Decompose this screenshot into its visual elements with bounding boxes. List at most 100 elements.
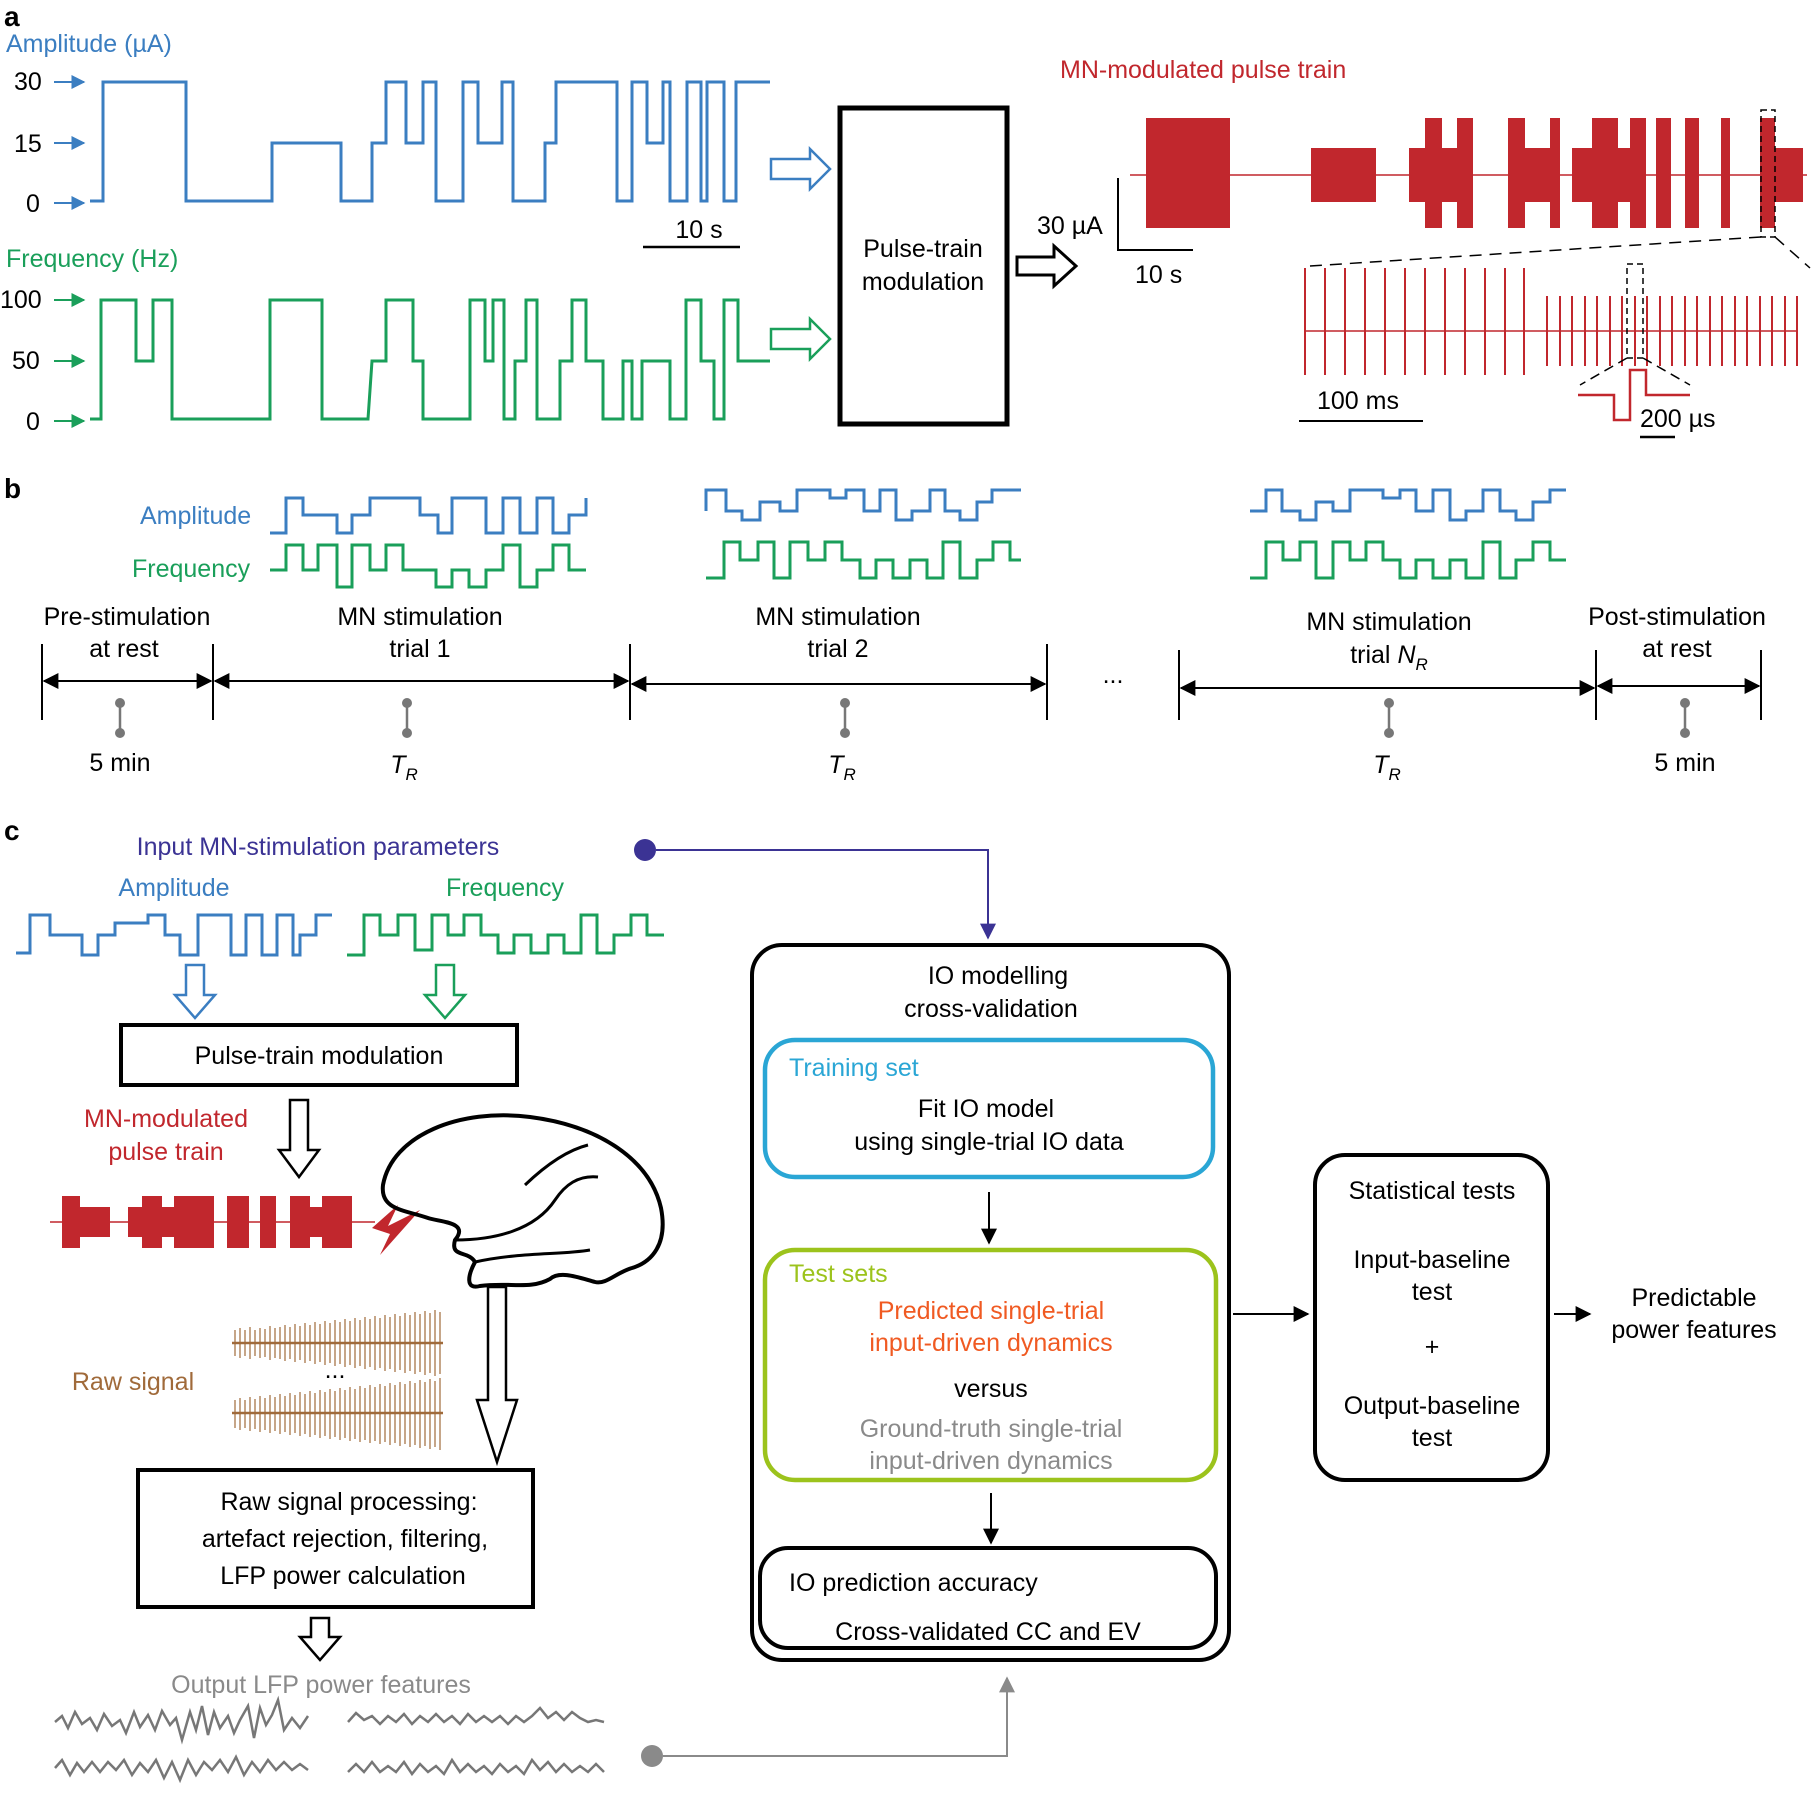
trial2-frequency-wave xyxy=(706,540,1021,580)
post-stim-line2: at rest xyxy=(1642,635,1712,663)
pin-head xyxy=(115,728,125,738)
pulse-train-line2: pulse train xyxy=(108,1138,223,1166)
pulse-width-scale-label: 200 µs xyxy=(1640,405,1716,433)
pin-head xyxy=(840,698,850,708)
panel-c: c Input MN-stimulation parameters Amplit… xyxy=(4,815,1777,1784)
pulse-burst xyxy=(1146,118,1230,228)
duration-pins xyxy=(115,698,1690,738)
ground-truth-line2: input-driven dynamics xyxy=(869,1447,1112,1475)
input-connector-dot xyxy=(634,839,656,861)
stats-title: Statistical tests xyxy=(1349,1177,1516,1205)
frequency-tick-50: 50 xyxy=(12,347,40,375)
pulse-burst xyxy=(1409,148,1425,202)
pre-stim-line2: at rest xyxy=(89,635,159,663)
stats-plus: + xyxy=(1425,1333,1440,1361)
pin-head xyxy=(840,728,850,738)
input-frequency-label: Frequency xyxy=(446,874,565,902)
amplitude-tick-30: 30 xyxy=(14,68,42,96)
pulse-burst xyxy=(1656,118,1671,228)
pulse-burst xyxy=(1775,148,1803,202)
training-set-box xyxy=(762,1037,1216,1180)
statistical-tests-box xyxy=(1313,1153,1550,1482)
trial1-line2: trial 1 xyxy=(389,635,450,663)
training-set-title: Training set xyxy=(789,1054,919,1082)
trial1-amplitude-wave xyxy=(270,496,588,535)
pulse-burst xyxy=(1721,118,1730,228)
panel-c-label: c xyxy=(4,815,20,846)
small-pulse-burst xyxy=(322,1196,352,1248)
small-pulse-burst xyxy=(128,1207,142,1237)
frequency-down-arrow xyxy=(422,963,468,1020)
modulation-box-line1: Pulse-train xyxy=(863,235,983,263)
trial1-line1: MN stimulation xyxy=(337,603,502,631)
pre-stim-line1: Pre-stimulation xyxy=(44,603,211,631)
processing-line1: Raw signal processing: xyxy=(220,1488,477,1516)
amplitude-to-box-arrow xyxy=(769,145,832,193)
trialN-duration: TR xyxy=(1373,751,1401,784)
brain-down-arrow xyxy=(475,1285,519,1467)
panel-b-label: b xyxy=(4,473,21,504)
zoom-line-left xyxy=(1309,236,1762,267)
pulse-train-title: MN-modulated pulse train xyxy=(1060,56,1346,84)
pulse-scale-time: 10 s xyxy=(1135,261,1182,289)
predicted-line2: input-driven dynamics xyxy=(869,1329,1112,1357)
pulse-burst xyxy=(1457,118,1473,228)
post-stim-duration: 5 min xyxy=(1654,749,1715,777)
input-amplitude-wave xyxy=(16,913,332,957)
pulse-burst xyxy=(1311,148,1376,202)
pin-head xyxy=(115,698,125,708)
zoom-box-small xyxy=(1626,263,1644,359)
stats-line4: test xyxy=(1412,1424,1452,1452)
stimulation-bolt-icon xyxy=(372,1205,420,1255)
small-pulse-burst xyxy=(174,1196,214,1248)
pin-head xyxy=(1384,698,1394,708)
small-pulse-burst xyxy=(162,1207,174,1237)
pulse-burst xyxy=(1760,118,1775,228)
pulse-scale-bar xyxy=(1117,178,1193,251)
trialN-line2: trial NR xyxy=(1350,641,1428,674)
post-stim-line1: Post-stimulation xyxy=(1588,603,1766,631)
input-amplitude-label: Amplitude xyxy=(118,874,229,902)
brain-sulcus-2 xyxy=(523,1143,589,1187)
amplitude-title: Amplitude (µA) xyxy=(6,30,172,58)
pulse-scale-amplitude: 30 µA xyxy=(1037,212,1103,240)
pulse-burst xyxy=(1592,118,1618,228)
pulse-burst xyxy=(1618,148,1630,202)
small-pulse-burst xyxy=(227,1196,249,1248)
amplitude-down-arrow xyxy=(172,963,218,1020)
raw-signal-traces xyxy=(232,1310,443,1450)
raw-signal-ellipsis: ... xyxy=(325,1356,346,1384)
ground-truth-line1: Ground-truth single-trial xyxy=(860,1415,1123,1443)
trialN-amplitude-wave xyxy=(1250,488,1566,522)
zoom-line-right xyxy=(1774,236,1811,269)
lfp-trace-4 xyxy=(347,1757,605,1777)
prediction-accuracy-box xyxy=(758,1546,1218,1650)
spike-train xyxy=(1304,268,1798,375)
test-sets-title: Test sets xyxy=(789,1260,888,1288)
frequency-to-box-arrow xyxy=(769,315,832,363)
stats-line3: Output-baseline xyxy=(1344,1392,1521,1420)
io-modelling-line2: cross-validation xyxy=(904,995,1078,1023)
small-pulse-bursts xyxy=(62,1196,352,1248)
pulse-burst xyxy=(1508,118,1525,228)
modulation-box-line2: modulation xyxy=(862,268,984,296)
small-pulse-burst xyxy=(62,1196,80,1248)
trial1-frequency-wave xyxy=(270,543,586,589)
result-line2: power features xyxy=(1611,1316,1776,1344)
pulse-burst xyxy=(1425,118,1442,228)
time-scale-label: 10 s xyxy=(675,216,722,244)
box-to-pulse-arrow xyxy=(1015,242,1079,290)
pin-head xyxy=(1384,728,1394,738)
panel-b: b Amplitude Frequency Pre-stimulation at… xyxy=(4,473,1766,784)
output-connector-dot xyxy=(641,1745,663,1767)
lfp-trace-3 xyxy=(347,1706,605,1726)
frequency-tick-0: 0 xyxy=(26,408,40,436)
input-params-title: Input MN-stimulation parameters xyxy=(137,833,500,861)
zoom-line-small-left xyxy=(1579,357,1628,386)
test-sets-box xyxy=(762,1247,1219,1483)
accuracy-line: Cross-validated CC and EV xyxy=(835,1618,1141,1646)
small-pulse-burst xyxy=(260,1196,276,1248)
output-connector-line xyxy=(663,1676,1015,1757)
trial2-line2: trial 2 xyxy=(807,635,868,663)
input-frequency-wave xyxy=(347,913,664,957)
